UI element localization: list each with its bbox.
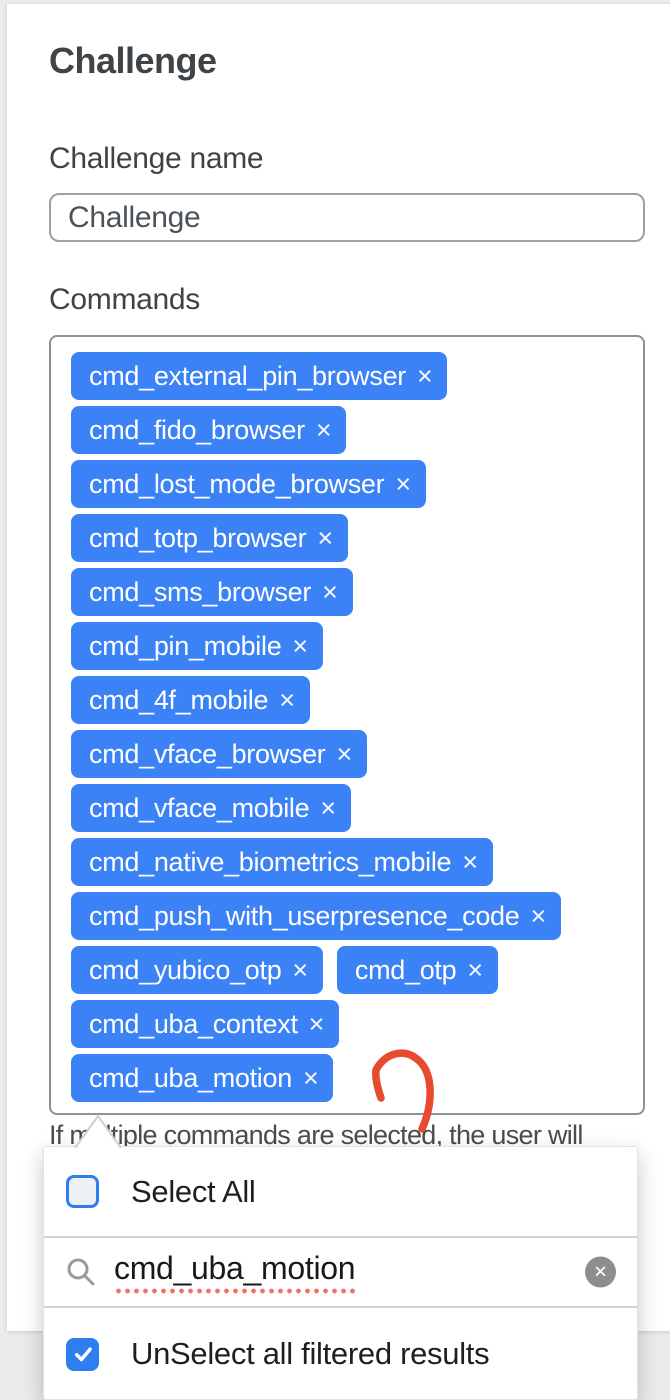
remove-chip-icon[interactable]: × bbox=[292, 955, 308, 985]
command-chip[interactable]: cmd_yubico_otp × bbox=[71, 946, 323, 994]
command-chip[interactable]: cmd_push_with_userpresence_code × bbox=[71, 892, 561, 940]
command-chip[interactable]: cmd_vface_mobile × bbox=[71, 784, 351, 832]
remove-chip-icon[interactable]: × bbox=[292, 631, 308, 661]
chip-row: cmd_fido_browser × bbox=[71, 406, 633, 454]
chip-row: cmd_vface_mobile × bbox=[71, 784, 633, 832]
filter-search-row[interactable]: cmd_uba_motion ✕ bbox=[44, 1238, 637, 1306]
command-chip[interactable]: cmd_totp_browser × bbox=[71, 514, 348, 562]
command-chip-label: cmd_external_pin_browser bbox=[89, 361, 406, 391]
command-chip[interactable]: cmd_external_pin_browser × bbox=[71, 352, 448, 400]
divider bbox=[44, 1236, 637, 1238]
command-chip[interactable]: cmd_lost_mode_browser × bbox=[71, 460, 426, 508]
command-chip[interactable]: cmd_otp × bbox=[336, 946, 498, 994]
chip-row: cmd_vface_browser × bbox=[71, 730, 633, 778]
chip-row: cmd_4f_mobile × bbox=[71, 676, 633, 724]
selected-commands-list: cmd_external_pin_browser × cmd_fido_brow… bbox=[71, 352, 633, 1102]
command-chip[interactable]: cmd_4f_mobile × bbox=[71, 676, 310, 724]
command-chip-label: cmd_vface_browser bbox=[89, 739, 326, 769]
remove-chip-icon[interactable]: × bbox=[320, 793, 336, 823]
chip-row: cmd_totp_browser × bbox=[71, 514, 633, 562]
remove-chip-icon[interactable]: × bbox=[315, 415, 332, 445]
command-chip-label: cmd_uba_motion bbox=[89, 1063, 292, 1093]
command-chip[interactable]: cmd_sms_browser × bbox=[71, 568, 353, 616]
check-icon bbox=[74, 1347, 92, 1362]
commands-dropdown-panel: Select All cmd_uba_motion ✕ UnSelect all… bbox=[43, 1114, 638, 1400]
chip-row: cmd_yubico_otp × cmd_otp × bbox=[71, 946, 633, 994]
remove-chip-icon[interactable]: × bbox=[317, 523, 333, 553]
chip-row: cmd_uba_motion × bbox=[71, 1054, 633, 1102]
command-chip-label: cmd_pin_mobile bbox=[89, 631, 282, 661]
chip-row: cmd_lost_mode_browser × bbox=[71, 460, 633, 508]
dropdown-caret bbox=[74, 1114, 122, 1148]
remove-chip-icon[interactable]: × bbox=[336, 739, 353, 769]
remove-chip-icon[interactable]: × bbox=[322, 577, 338, 607]
command-chip-label: cmd_4f_mobile bbox=[89, 685, 269, 715]
command-chip[interactable]: cmd_uba_context × bbox=[71, 1000, 340, 1048]
remove-chip-icon[interactable]: × bbox=[416, 361, 433, 391]
challenge-name-label: Challenge name bbox=[49, 142, 264, 175]
select-all-checkbox[interactable] bbox=[66, 1175, 99, 1208]
filter-search-input[interactable]: cmd_uba_motion bbox=[114, 1250, 356, 1294]
command-chip[interactable]: cmd_pin_mobile × bbox=[71, 622, 323, 670]
unselect-all-label: UnSelect all filtered results bbox=[131, 1336, 490, 1371]
chip-row: cmd_pin_mobile × bbox=[71, 622, 633, 670]
close-icon: ✕ bbox=[593, 1262, 608, 1282]
divider bbox=[44, 1306, 637, 1308]
page-title: Challenge bbox=[49, 40, 217, 81]
command-chip[interactable]: cmd_uba_motion × bbox=[71, 1054, 334, 1102]
search-icon bbox=[67, 1258, 95, 1286]
remove-chip-icon[interactable]: × bbox=[467, 955, 483, 985]
command-chip-label: cmd_lost_mode_browser bbox=[89, 469, 385, 499]
challenge-form-card: Challenge Challenge name Commands cmd_ex… bbox=[7, 4, 670, 1331]
challenge-name-input[interactable] bbox=[49, 193, 645, 242]
chip-row: cmd_native_biometrics_mobile × bbox=[71, 838, 633, 886]
select-all-row[interactable]: Select All bbox=[44, 1147, 637, 1236]
command-chip-label: cmd_uba_context bbox=[89, 1009, 298, 1039]
command-chip-label: cmd_otp bbox=[354, 955, 457, 985]
command-chip-label: cmd_push_with_userpresence_code bbox=[89, 901, 520, 931]
commands-hint-text: If multiple commands are selected, the u… bbox=[49, 1120, 583, 1150]
remove-chip-icon[interactable]: × bbox=[395, 469, 411, 499]
command-chip[interactable]: cmd_fido_browser × bbox=[71, 406, 347, 454]
commands-label: Commands bbox=[49, 283, 200, 316]
unselect-all-checkbox[interactable] bbox=[66, 1337, 99, 1371]
chip-row: cmd_sms_browser × bbox=[71, 568, 633, 616]
command-chip-label: cmd_sms_browser bbox=[89, 577, 312, 607]
remove-chip-icon[interactable]: × bbox=[279, 685, 295, 715]
select-all-label: Select All bbox=[131, 1173, 256, 1209]
command-chip-label: cmd_totp_browser bbox=[89, 523, 307, 553]
remove-chip-icon[interactable]: × bbox=[530, 901, 546, 931]
command-chip[interactable]: cmd_native_biometrics_mobile × bbox=[71, 838, 493, 886]
remove-chip-icon[interactable]: × bbox=[302, 1063, 319, 1093]
command-chip-label: cmd_vface_mobile bbox=[89, 793, 310, 823]
chip-row: cmd_external_pin_browser × bbox=[71, 352, 633, 400]
command-chip-label: cmd_fido_browser bbox=[89, 415, 305, 445]
commands-multiselect[interactable]: cmd_external_pin_browser × cmd_fido_brow… bbox=[49, 335, 645, 1115]
remove-chip-icon[interactable]: × bbox=[462, 847, 478, 877]
chip-row: cmd_uba_context × bbox=[71, 1000, 633, 1048]
chip-row: cmd_push_with_userpresence_code × bbox=[71, 892, 633, 940]
remove-chip-icon[interactable]: × bbox=[308, 1009, 325, 1039]
command-chip[interactable]: cmd_vface_browser × bbox=[71, 730, 367, 778]
command-chip-label: cmd_native_biometrics_mobile bbox=[89, 847, 452, 877]
unselect-all-row[interactable]: UnSelect all filtered results bbox=[44, 1308, 637, 1400]
clear-search-button[interactable]: ✕ bbox=[585, 1256, 616, 1288]
command-chip-label: cmd_yubico_otp bbox=[89, 955, 282, 985]
